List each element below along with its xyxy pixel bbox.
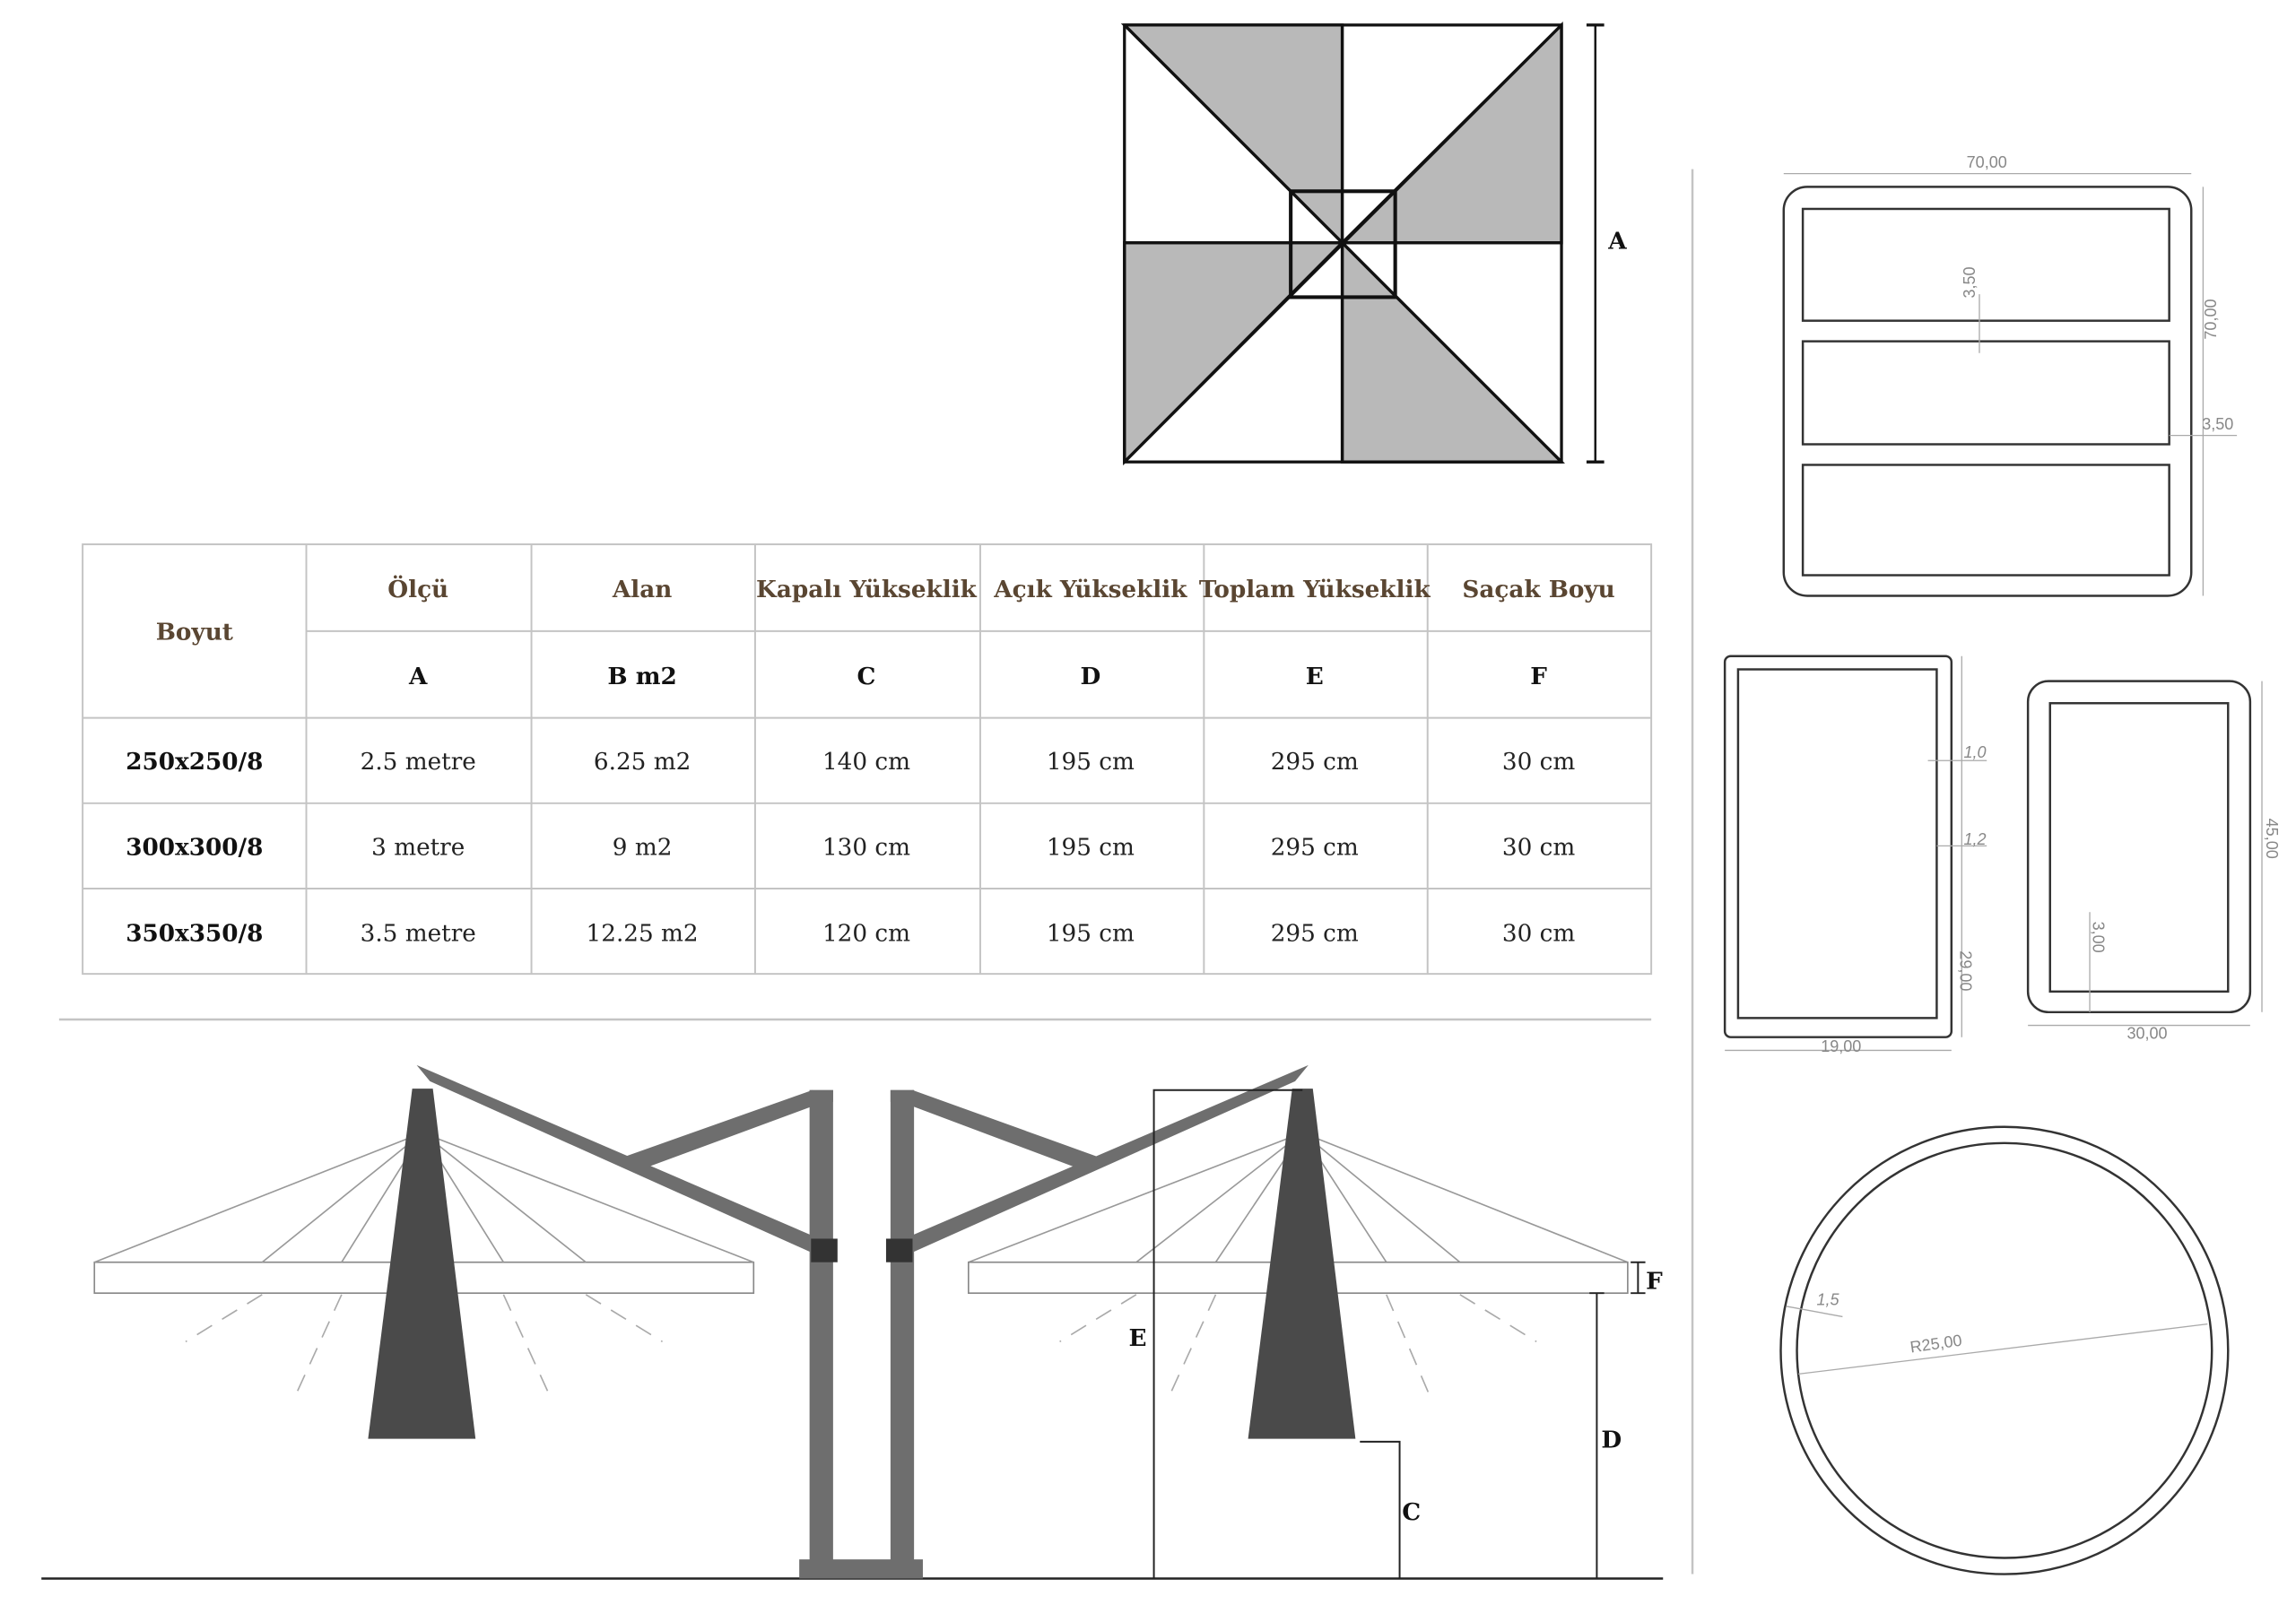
profile2-t2: 1,2 [1964, 830, 1987, 848]
profile2-t1: 1,0 [1964, 743, 1987, 761]
column-header: Saçak Boyu [1462, 576, 1614, 603]
size-table [82, 543, 1653, 976]
elevation-drawing: E D C F [41, 1064, 1664, 1580]
table-cell: 120 cm [822, 920, 910, 947]
profile4-radius: R25,00 [1909, 1332, 1962, 1357]
table-cell: 130 cm [822, 835, 910, 862]
column-letter: C [857, 663, 876, 690]
profile1-width: 70,00 [1967, 153, 2007, 171]
dimension-label-e: E [1129, 1324, 1147, 1352]
dimension-label-c: C [1402, 1498, 1421, 1526]
table-cell: 30 cm [1502, 920, 1575, 947]
profile1-gap: 3,50 [1961, 266, 1979, 298]
column-letter: A [408, 663, 428, 690]
profile3-wall: 3,00 [2089, 922, 2107, 953]
profile2-height: 29,00 [1957, 950, 1975, 991]
column-header: Ölçü [387, 575, 448, 603]
profile1-wall: 3,50 [2202, 415, 2233, 433]
table-cell: 295 cm [1271, 749, 1359, 776]
table-cell: 9 m2 [613, 835, 673, 862]
plan-view [1120, 21, 1605, 466]
dimension-label-a: A [1607, 227, 1627, 255]
table-cell: 140 cm [822, 749, 910, 776]
table-cell: 3.5 metre [361, 920, 476, 947]
profile-round-r25 [1779, 1125, 2230, 1575]
closed-canopy [368, 1089, 476, 1439]
profile1-height: 70,00 [2202, 299, 2220, 339]
column-letter: B m2 [607, 663, 676, 690]
profile-square-70 [1782, 172, 2238, 597]
column-header: Alan [612, 576, 672, 603]
table-cell: 6.25 m2 [594, 749, 691, 776]
table-cell: 12.25 m2 [587, 920, 699, 947]
table-cell: 30 cm [1502, 835, 1575, 862]
row-size: 350x350/8 [126, 919, 263, 947]
column-header: Açık Yükseklik [993, 576, 1187, 603]
cantilever-frame [416, 1064, 1309, 1579]
profile3-height: 45,00 [2263, 819, 2281, 859]
column-header: Kapalı Yükseklik [756, 576, 978, 603]
table-cell: 295 cm [1271, 920, 1359, 947]
column-letter: E [1306, 663, 1324, 690]
profile-rect-30x45 [2026, 680, 2263, 1027]
dimension-label-f: F [1646, 1267, 1663, 1295]
table-cell: 3 metre [371, 835, 465, 862]
profile2-width: 19,00 [1821, 1037, 1861, 1055]
column-letter: F [1530, 663, 1547, 690]
profile3-width: 30,00 [2126, 1024, 2167, 1042]
table-cell: 295 cm [1271, 835, 1359, 862]
table-cell: 2.5 metre [361, 749, 476, 776]
table-row-header: Boyut [156, 619, 233, 646]
dimension-label-d: D [1601, 1426, 1622, 1453]
column-header: Toplam Yükseklik [1199, 576, 1431, 603]
table-cell: 195 cm [1047, 835, 1135, 862]
table-cell: 30 cm [1502, 749, 1575, 776]
row-size: 300x300/8 [126, 834, 263, 862]
closed-canopy [1248, 1089, 1356, 1439]
profile-rect-19x29 [1723, 655, 1987, 1052]
profile4-wall: 1,5 [1816, 1290, 1839, 1308]
table-cell: 195 cm [1047, 749, 1135, 776]
row-size: 250x250/8 [126, 748, 263, 776]
table-cell: 195 cm [1047, 920, 1135, 947]
column-letter: D [1080, 663, 1100, 690]
